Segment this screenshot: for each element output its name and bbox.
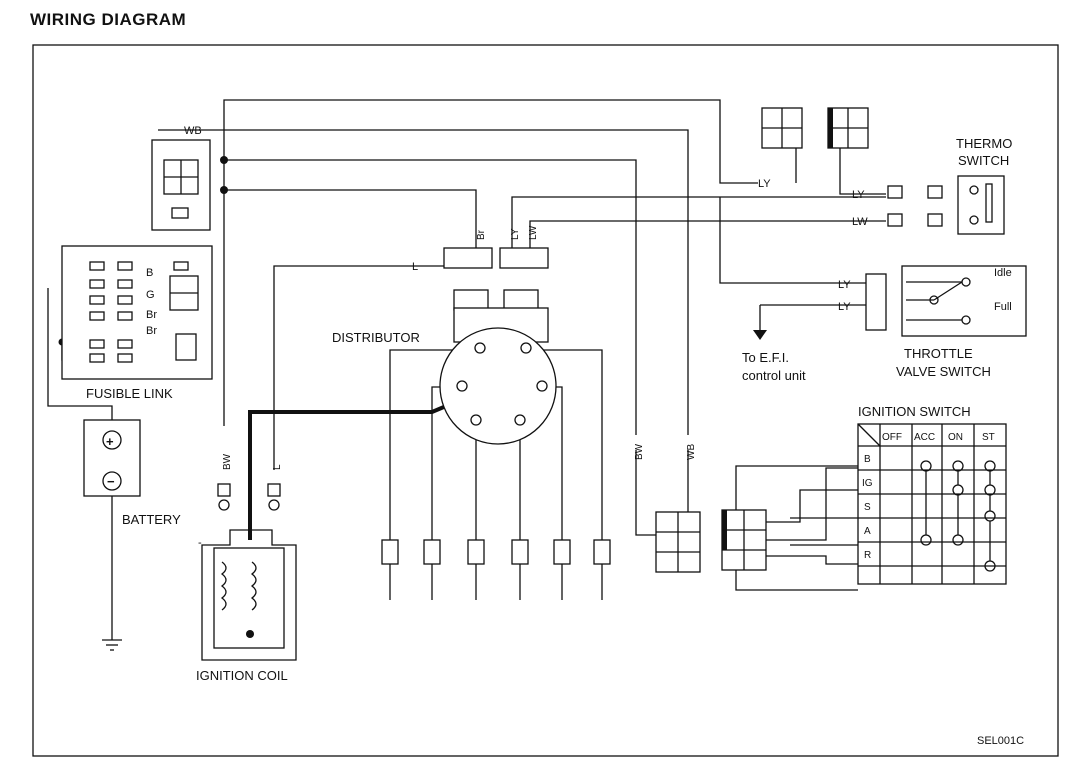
switch-row-a: A: [864, 526, 871, 537]
connector-block: [655, 511, 701, 573]
thermo-switch: [887, 175, 1005, 235]
wire-label-ly: LY: [510, 228, 521, 240]
wire-label-l: L: [272, 464, 283, 470]
label-fusible-link: FUSIBLE LINK: [86, 386, 173, 401]
wire-label-ly: LY: [838, 301, 851, 313]
connector-block: [721, 509, 767, 571]
wire-label-br: Br: [146, 309, 157, 321]
spark-plugs: [381, 539, 611, 600]
figure-code: SEL001C: [977, 735, 1024, 747]
wire-label-l: L: [412, 261, 418, 273]
switch-row-b: B: [864, 454, 871, 465]
label-throttle-line2: VALVE SWITCH: [896, 364, 991, 379]
wire-label-ly: LY: [758, 178, 771, 190]
label-throttle-line1: THROTTLE: [904, 346, 973, 361]
junction-dot: [220, 186, 228, 194]
wire-label-ly: LY: [838, 279, 851, 291]
wires: [47, 99, 886, 640]
coil-connector: [217, 483, 231, 497]
wire-label-bw: BW: [222, 453, 233, 470]
label-to-efi-line2: control unit: [742, 368, 806, 383]
arrow-down-icon: [753, 330, 767, 340]
coil-connector: [218, 499, 230, 511]
wire-label-wb: WB: [686, 444, 697, 460]
switch-row-s: S: [864, 502, 871, 513]
coil-minus-terminal-label: -: [198, 537, 202, 549]
diagram-frame: [32, 44, 1059, 757]
ground-symbol: [102, 639, 122, 651]
switch-row-ig: IG: [862, 478, 873, 489]
wire-label-bw: BW: [634, 443, 645, 460]
label-idle: Idle: [994, 267, 1012, 279]
switch-col-acc: ACC: [914, 432, 935, 443]
battery-plus-sign: +: [106, 434, 114, 449]
distributor: [439, 247, 557, 445]
ignition-coil: [201, 529, 297, 661]
wire-label-b: B: [146, 267, 153, 279]
wire-label-br: Br: [476, 229, 487, 240]
wire-label-br: Br: [146, 325, 157, 337]
coil-connector: [268, 499, 280, 511]
connector-module: [827, 107, 869, 149]
page-title: WIRING DIAGRAM: [30, 10, 187, 29]
fusible-link-block: [61, 245, 213, 380]
coil-connector: [267, 483, 281, 497]
throttle-valve-switch: [865, 265, 1027, 337]
wire-label-wb: WB: [184, 125, 202, 137]
switch-col-off: OFF: [882, 432, 902, 443]
label-thermo-switch-line2: SWITCH: [958, 153, 1009, 168]
switch-row-r: R: [864, 550, 871, 561]
label-full: Full: [994, 301, 1012, 313]
battery-minus-sign: −: [107, 474, 115, 489]
switch-col-st: ST: [982, 432, 995, 443]
label-ignition-coil: IGNITION COIL: [196, 668, 288, 683]
label-battery: BATTERY: [122, 512, 181, 527]
wire-label-g: G: [146, 289, 155, 301]
relay-block: [151, 139, 211, 231]
wire-label-ly: LY: [852, 189, 865, 201]
switch-col-on: ON: [948, 432, 963, 443]
label-distributor: DISTRIBUTOR: [332, 330, 420, 345]
label-thermo-switch-line1: THERMO: [956, 136, 1012, 151]
battery: [83, 419, 141, 497]
label-to-efi-line1: To E.F.I.: [742, 350, 789, 365]
junction-dot: [220, 156, 228, 164]
ignition-switch-table: [857, 423, 1007, 585]
label-ignition-switch: IGNITION SWITCH: [858, 404, 971, 419]
wire-label-lw: LW: [528, 225, 539, 240]
wire-label-lw: LW: [852, 216, 868, 228]
connector-module: [761, 107, 803, 149]
